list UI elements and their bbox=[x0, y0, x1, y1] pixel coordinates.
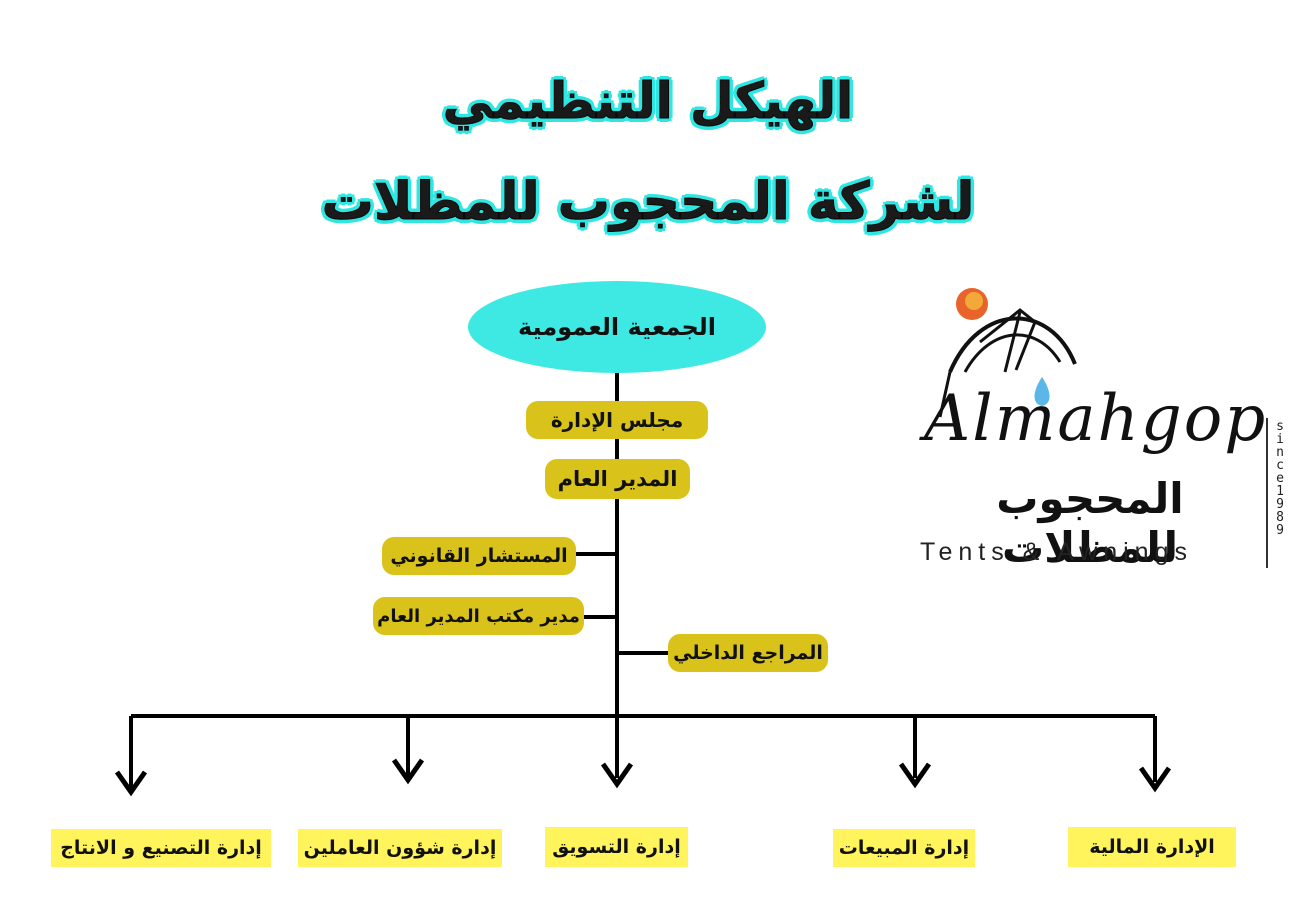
dept-sales: إدارة المبيعات bbox=[833, 829, 975, 867]
internal-auditor-node: المراجع الداخلي bbox=[668, 634, 828, 672]
legal-advisor-node: المستشار القانوني bbox=[382, 537, 576, 575]
board-node: مجلس الإدارة bbox=[526, 401, 708, 439]
logo-wordmark: Almahgop bbox=[924, 382, 1268, 456]
company-logo: Almahgop المحجوب للمظلات Tents & Awnings… bbox=[920, 282, 1296, 582]
arrow-head-3 bbox=[600, 762, 634, 789]
logo-arabic-name: المحجوب للمظلات bbox=[996, 474, 1184, 572]
arrow-head-2 bbox=[391, 758, 425, 785]
umbrella-icon bbox=[938, 288, 1077, 418]
arrow-head-5 bbox=[1138, 766, 1172, 793]
dept-marketing: إدارة التسويق bbox=[545, 827, 688, 867]
dept-personnel: إدارة شؤون العاملين bbox=[298, 829, 502, 867]
general-assembly-node: الجمعية العمومية bbox=[468, 281, 766, 373]
office-manager-node: مدير مكتب المدير العام bbox=[373, 597, 584, 635]
arrow-head-1 bbox=[114, 770, 148, 797]
chart-subtitle: لشركة المحجوب للمظلات bbox=[321, 172, 975, 233]
logo-tagline: Tents & Awnings bbox=[920, 538, 1193, 566]
general-manager-node: المدير العام bbox=[545, 459, 690, 499]
arrow-head-4 bbox=[898, 762, 932, 789]
chart-title: الهيكل التنظيمي bbox=[442, 72, 854, 131]
logo-divider bbox=[1266, 418, 1268, 568]
dept-manufacturing: إدارة التصنيع و الانتاج bbox=[51, 829, 271, 867]
dept-finance: الإدارة المالية bbox=[1068, 827, 1236, 867]
